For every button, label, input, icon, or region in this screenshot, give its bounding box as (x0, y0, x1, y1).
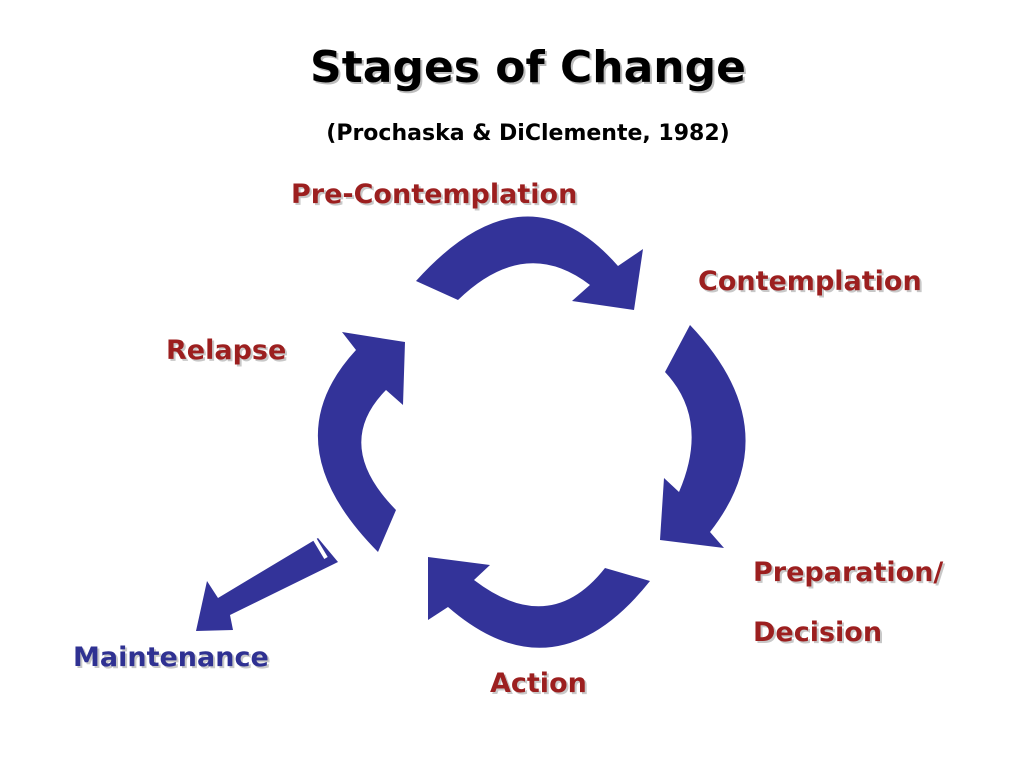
stage-label-relapse: Relapse (166, 335, 287, 366)
arrow-contemplation-to-preparation (660, 325, 746, 548)
exit-arrow-stripe (315, 520, 337, 554)
stage-label-precontemplation: Pre-Contemplation (291, 179, 578, 210)
arrow-precontemplation-to-contemplation (416, 216, 643, 310)
stage-label-contemplation: Contemplation (698, 266, 922, 297)
stage-label-action: Action (490, 668, 587, 699)
slide-title: Stages of Change (310, 42, 746, 93)
arrow-relapse-to-precontemplation (317, 332, 405, 552)
stage-label-preparation: Preparation/ (753, 557, 944, 588)
exit-arrow-stripe (306, 526, 328, 560)
slide-subtitle: (Prochaska & DiClemente, 1982) (326, 121, 730, 146)
stage-label-maintenance: Maintenance (73, 642, 269, 673)
stage-label-decision: Decision (753, 617, 883, 648)
arrow-to-maintenance (196, 538, 338, 631)
exit-arrow-stripe (325, 514, 347, 548)
arrow-preparation-to-action (428, 557, 650, 648)
